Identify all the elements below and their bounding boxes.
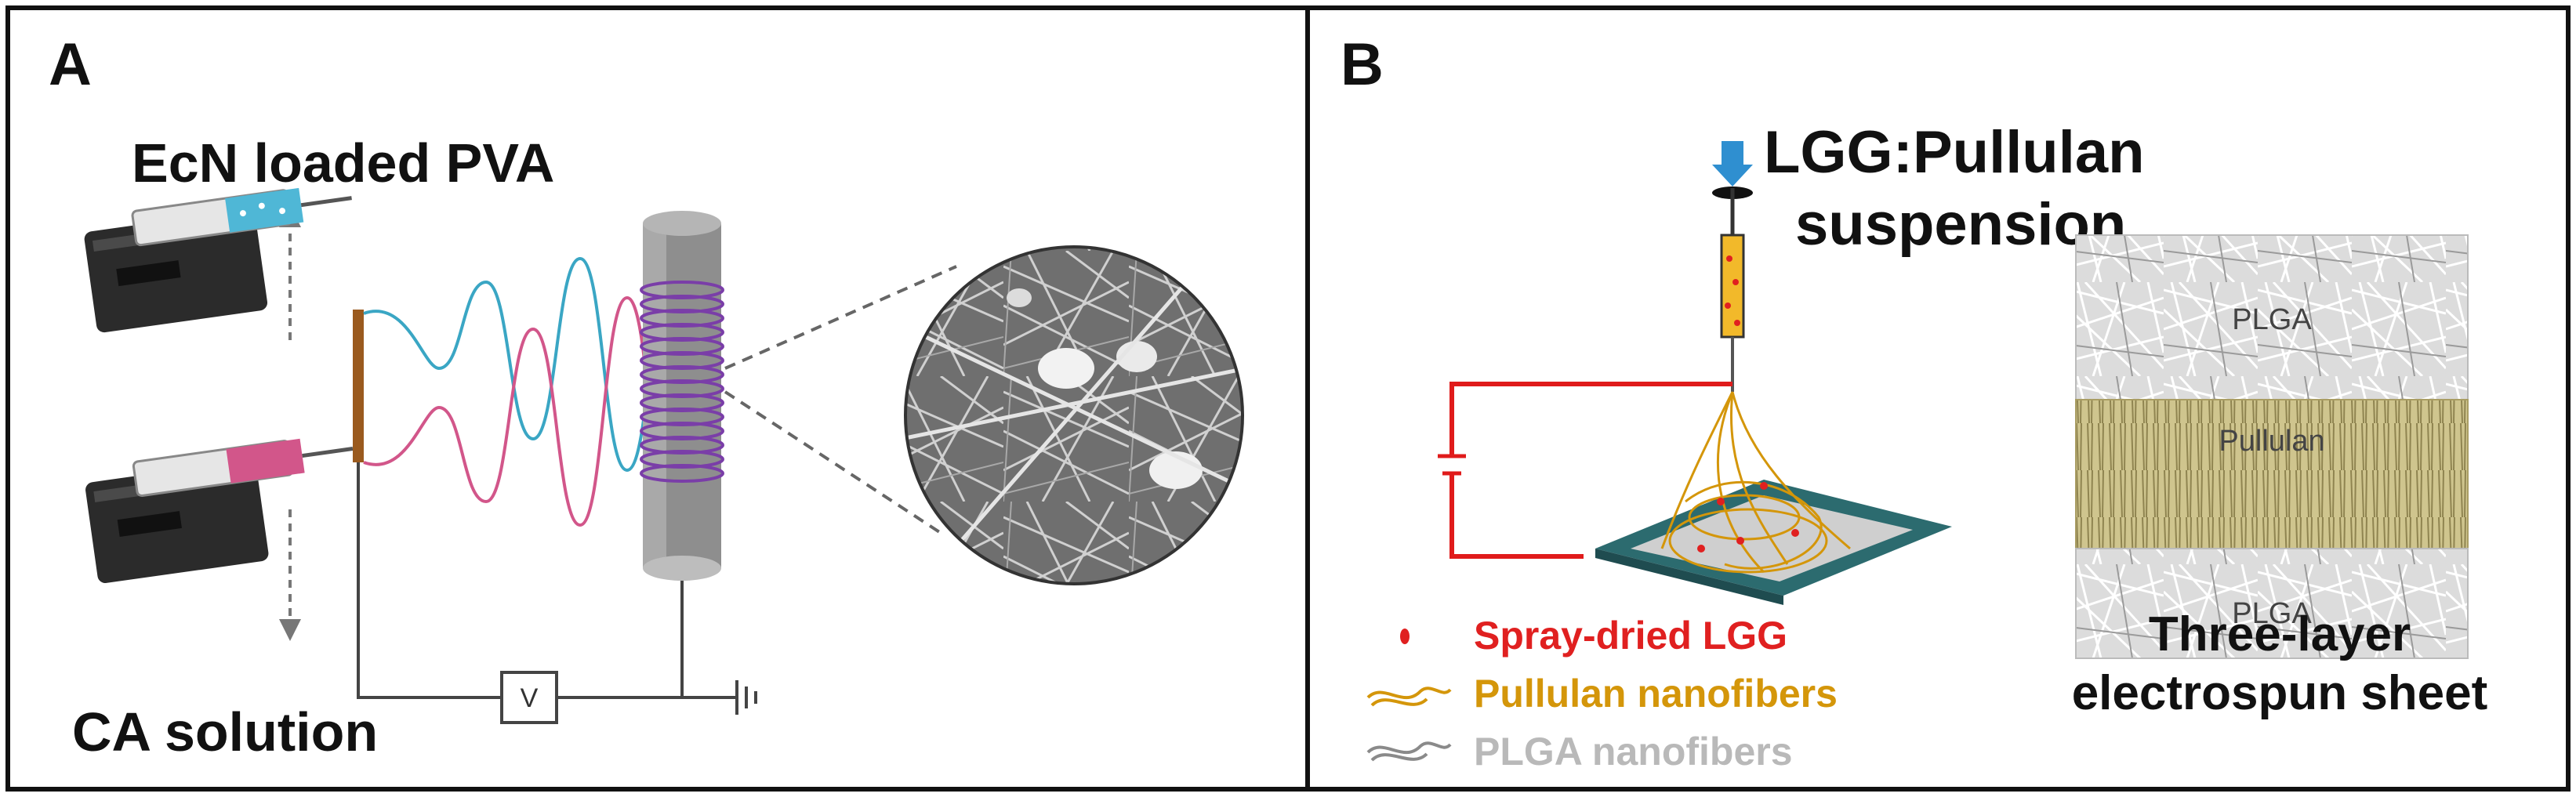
- spray-circuit: [1449, 382, 1732, 559]
- voltage-source-box: [500, 671, 558, 724]
- feed-label-line1: LGG:Pullulan: [1764, 119, 2145, 186]
- arrow-down-icon: [279, 619, 301, 641]
- voltage-symbol: V: [521, 683, 539, 713]
- legend-marker-plga: [1366, 741, 1452, 762]
- panel-letter-a: A: [49, 31, 92, 98]
- syringe-pump-bottom: [85, 438, 354, 584]
- lgg-particles: [1697, 482, 1799, 552]
- syringe-pump-top: [84, 187, 352, 333]
- figure-border: [5, 5, 2571, 792]
- spray-syringe: [1720, 234, 1745, 392]
- feed-label-line2: suspension: [1795, 191, 2126, 258]
- pva-fiber-jet: [363, 249, 675, 473]
- collector-plate-edge: [1595, 549, 1783, 605]
- rotating-collector: [640, 211, 724, 581]
- layer-bottom-plga: [2075, 548, 2469, 659]
- three-layer-sheet: PLGA Pullulan PLGA: [2075, 234, 2469, 659]
- pullulan-fiber-cone: [1660, 391, 1851, 574]
- sheet-caption-line2: electrospun sheet: [2072, 666, 2488, 720]
- layer-label-bottom: PLGA: [2232, 597, 2312, 630]
- battery-icon: [1438, 454, 1466, 476]
- needle-holder: [353, 310, 364, 462]
- circuit-wires: [357, 462, 737, 699]
- legend-label-pullulan: Pullulan nanofibers: [1474, 672, 1838, 715]
- layer-label-middle: Pullulan: [2219, 425, 2324, 458]
- legend-label-lgg: Spray-dried LGG: [1474, 614, 1787, 658]
- layer-top-plga: [2075, 234, 2469, 400]
- zoom-lines: [724, 265, 957, 534]
- legend-marker-lgg: [1400, 629, 1410, 644]
- sem-micrograph: [904, 245, 1244, 585]
- legend: Spray-dried LGG Pullulan nanofibers PLGA…: [1366, 614, 1838, 773]
- panel-letter-b: B: [1341, 31, 1384, 98]
- layer-label-top: PLGA: [2232, 303, 2312, 336]
- layer-middle-pullulan: [2075, 399, 2469, 549]
- ca-fiber-jet: [363, 295, 675, 542]
- feed-arrow-icon: [1712, 141, 1753, 187]
- top-syringe-label: EcN loaded PVA: [132, 132, 554, 194]
- sheet-caption-line1: Three-layer: [2149, 607, 2411, 661]
- legend-marker-pullulan: [1366, 687, 1452, 707]
- bottom-syringe-label: CA solution: [72, 701, 378, 763]
- legend-label-plga: PLGA nanofibers: [1474, 730, 1793, 773]
- ground-icon: [735, 680, 757, 715]
